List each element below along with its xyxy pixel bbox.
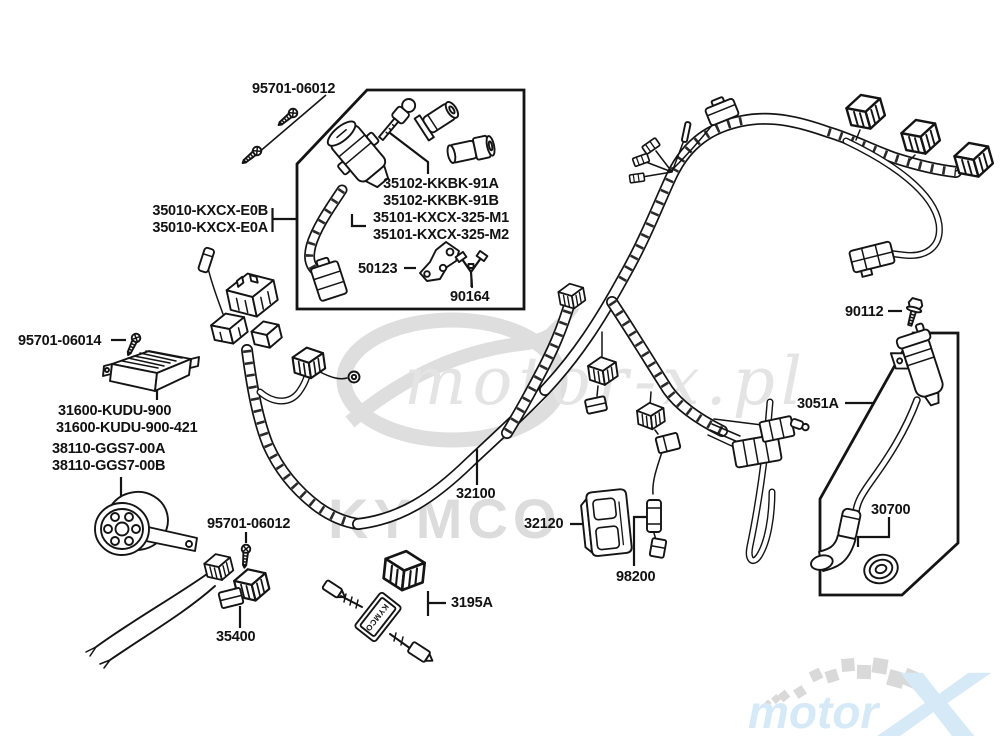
wire-clip: [454, 250, 489, 289]
part-label-screw-regulator: 95701-06014: [18, 333, 102, 349]
part-label-regulator-a: 31600-KUDU-900: [58, 403, 172, 419]
wire-harness-drawing: [241, 112, 962, 564]
screw-icon: [274, 105, 301, 130]
part-label-screw-ignition: 95701-06012: [252, 81, 336, 97]
checkered-flag-swoosh: [764, 657, 924, 707]
key-icon: [378, 98, 417, 142]
screw-icon: [239, 543, 252, 570]
part-label-horn-a: 38110-GGS7-00A: [52, 441, 166, 457]
part-label-switch-assy-a: 35010-KXCX-E0B: [152, 203, 268, 219]
relay-assembly: [85, 543, 273, 669]
screw-icon: [123, 331, 143, 358]
emblem-swoosh: [345, 320, 567, 428]
part-label-switch-assy-b: 35010-KXCX-E0A: [152, 220, 268, 236]
part-label-horn-b: 38110-GGS7-00B: [52, 458, 166, 474]
part-label-harness: 32100: [456, 486, 496, 502]
screw-icon: [238, 143, 265, 168]
part-label-cdi: 32120: [524, 516, 564, 532]
part-label-clip: 90164: [450, 289, 490, 305]
part-label-screw-horn: 95701-06012: [207, 516, 291, 532]
ignition-switch-detail-box: [295, 88, 526, 311]
part-label-coil-assy: 3051A: [797, 396, 839, 412]
horn-drawing: [94, 490, 198, 556]
cap-seal-ring: [863, 553, 899, 585]
regulator-rectifier: [102, 331, 200, 392]
corner-logo-letter: X: [876, 654, 992, 750]
part-label-bolt-coil: 90112: [845, 304, 884, 320]
part-label-plug-cap: 30700: [871, 502, 911, 518]
part-label-lock-cyl-3: 35101-KXCX-325-M1: [372, 210, 510, 226]
fuse-drawing: [646, 499, 662, 533]
cdi-unit-drawing: [580, 488, 633, 557]
spark-plug-cap: [810, 507, 862, 572]
harness-branch-connectors: [556, 88, 997, 559]
part-label-lock-cyl-1: 35102-KKBK-91A: [383, 176, 499, 192]
part-label-relay: 35400: [216, 629, 256, 645]
part-label-lock-cyl-4: 35101-KXCX-325-M2: [372, 227, 510, 243]
part-label-lock-cyl-2: 35102-KKBK-91B: [383, 193, 499, 209]
lock-cylinder: [413, 101, 460, 142]
part-label-fuse: 98200: [616, 569, 656, 585]
part-label-regulator-b: 31600-KUDU-900-421: [56, 420, 198, 436]
lock-cylinder: [446, 134, 496, 164]
ignition-switch-group: [238, 98, 496, 302]
bracket-plate: [419, 241, 460, 282]
ignition-coil-group: [810, 296, 944, 585]
part-label-bracket: 50123: [358, 261, 398, 277]
leader-lines: [111, 94, 902, 628]
resistor-assembly: KYMCO: [321, 547, 434, 663]
part-label-resistor: 3195A: [451, 595, 493, 611]
corner-logo: motor X: [748, 654, 992, 750]
corner-logo-word: motor: [748, 686, 880, 738]
harness-main-connectors: [197, 246, 361, 384]
ignition-coil-detail-box: [818, 331, 960, 597]
